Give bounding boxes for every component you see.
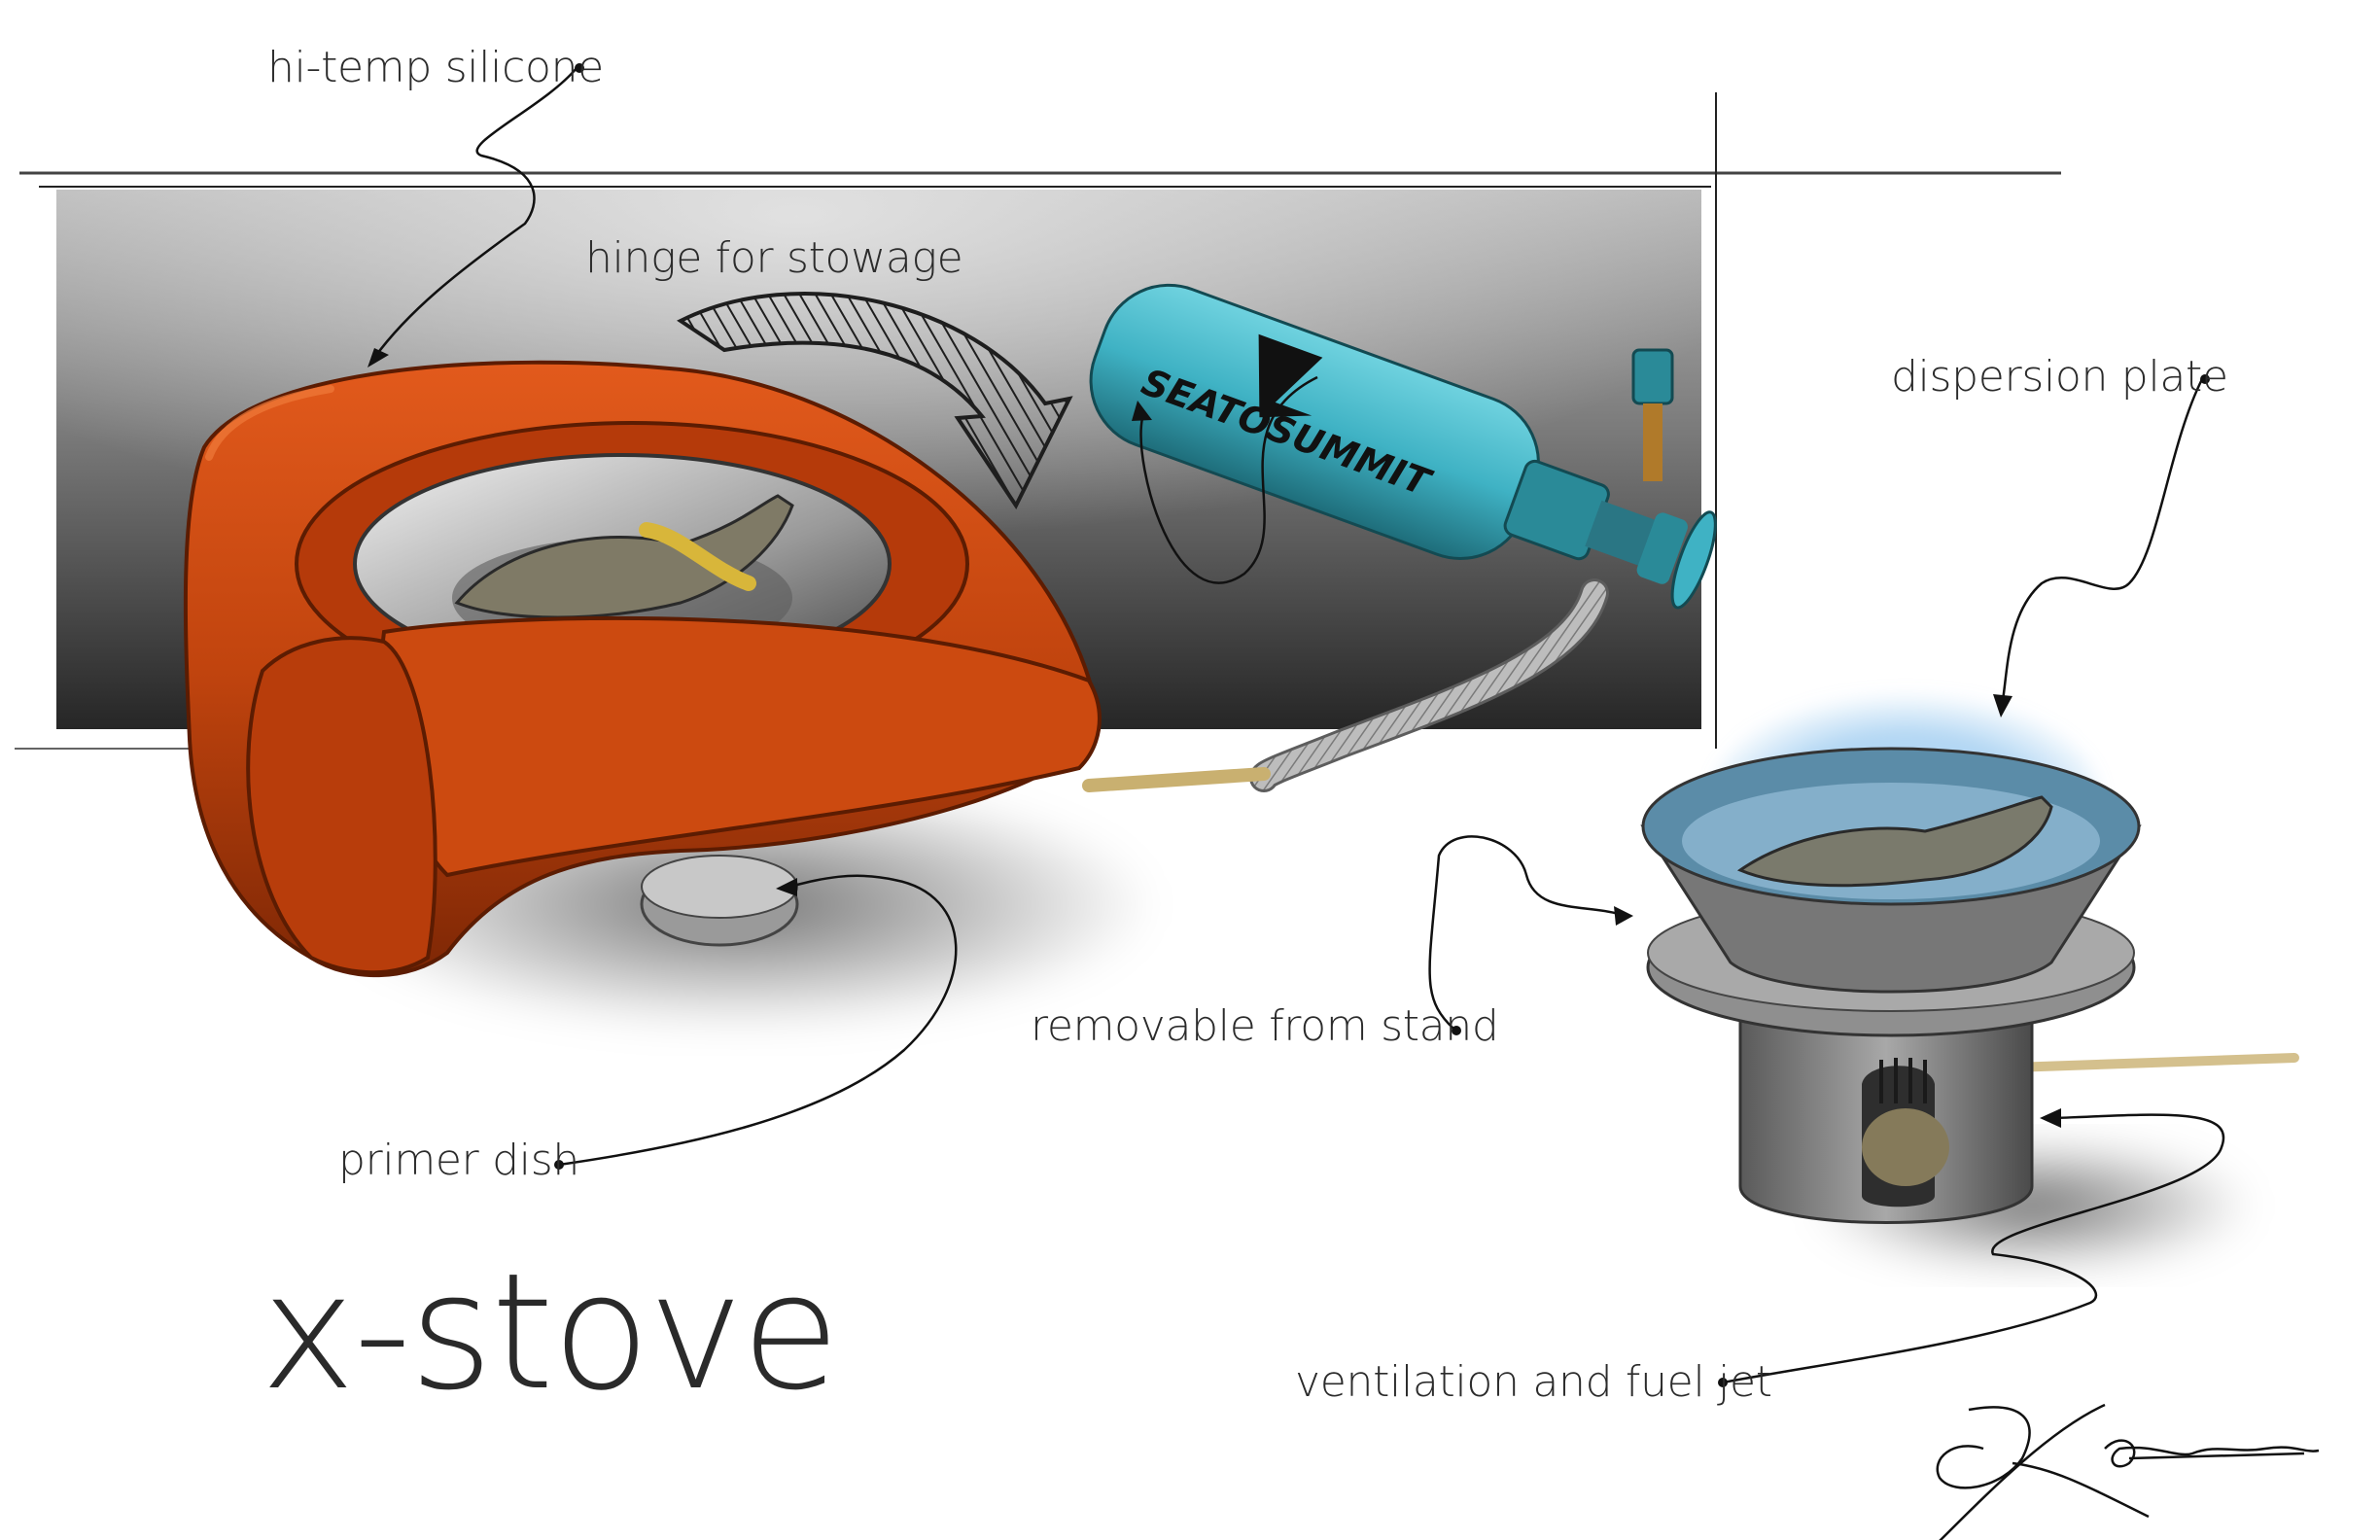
silicone-stove: [183, 360, 1102, 978]
primer-dish: [640, 855, 799, 947]
hinge-arrow: [677, 291, 1073, 509]
label-removable-from-stand: removable from stand: [1031, 1001, 1499, 1051]
label-primer-dish: primer dish: [338, 1136, 579, 1185]
label-ventilation-and-fuel-jet: ventilation and fuel jet: [1295, 1357, 1772, 1407]
fuel-hose: [1082, 578, 2299, 1072]
leader-lines: [372, 67, 2225, 1384]
label-hi-temp-silicone: hi-temp silicone: [267, 43, 604, 92]
designer-signature: [1936, 1403, 2320, 1540]
removable-bowl: [1640, 747, 2142, 994]
fuel-bottle: SEATOSUMMIT: [1089, 283, 1717, 610]
label-dispersion-plate: dispersion plate: [1891, 352, 2228, 402]
label-hinge-for-stowage: hinge for stowage: [585, 233, 963, 283]
leader-dots: [554, 63, 2210, 1387]
product-title: x-stove: [261, 1239, 840, 1425]
leader-arrowheads: [368, 348, 2061, 1128]
